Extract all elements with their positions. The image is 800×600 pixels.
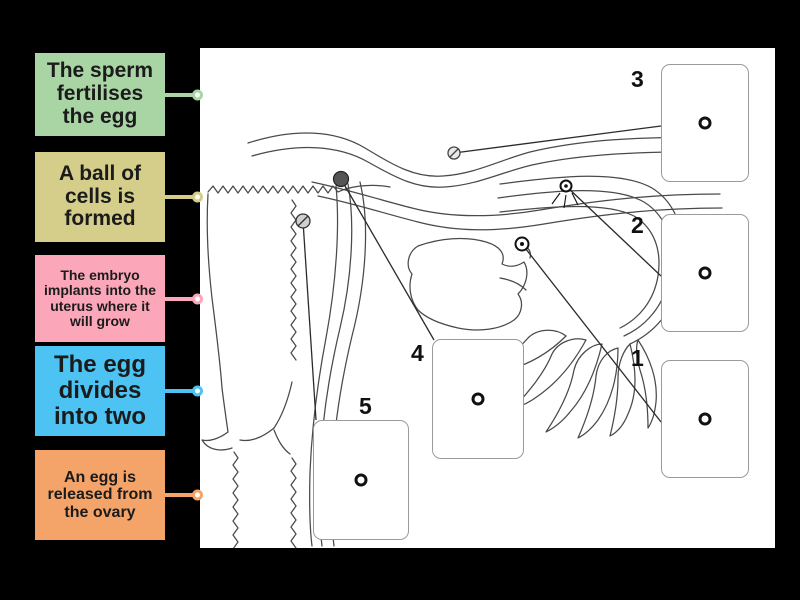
label-tile-sperm-fertilises[interactable]: The sperm fertilises the egg [35,53,203,136]
anatomy-illustration [201,125,723,548]
marker-cell-division-site [447,146,461,160]
label-connector-stem [165,293,203,304]
answer-box-number-5: 5 [359,393,372,419]
drop-target-circle-icon [698,412,712,426]
marker-ovulation-site [551,179,579,209]
answer-box-3[interactable] [661,64,749,182]
label-tile-text: The sperm fertilises the egg [46,59,154,128]
label-tile-egg-released[interactable]: An egg is released from the ovary [35,450,203,540]
answer-box-4[interactable] [432,339,524,459]
drop-target-circle-icon [698,116,712,130]
answer-box-2[interactable] [661,214,749,332]
label-tile-text: The egg divides into two [53,351,146,430]
label-connector-stem [165,191,203,203]
leader-lines [302,125,662,423]
diagram-markers [295,146,579,252]
drop-target-circle-icon [354,473,368,487]
label-tile-text: An egg is released from the ovary [47,469,153,521]
answer-box-number-4: 4 [411,340,424,366]
marker-implantation-site [295,213,311,229]
label-connector-stem [165,385,203,397]
marker-fertilisation-site [332,170,350,188]
marker-ovary-site [514,236,530,252]
answer-box-1[interactable] [661,360,749,478]
label-tile-text: A ball of cells is formed [58,161,142,231]
label-tile-egg-divides[interactable]: The egg divides into two [35,346,203,436]
label-tile-embryo-implants[interactable]: The embryo implants into the uterus wher… [35,255,203,342]
label-tile-ball-of-cells[interactable]: A ball of cells is formed [35,152,203,242]
answer-box-number-2: 2 [631,212,644,238]
answer-box-5[interactable] [313,420,409,540]
answer-box-number-1: 1 [631,345,644,371]
label-connector-stem [165,89,203,100]
label-tile-text: The embryo implants into the uterus wher… [44,267,156,329]
answer-box-number-3: 3 [631,66,644,92]
drop-target-circle-icon [471,392,485,406]
label-connector-stem [165,489,203,501]
drop-target-circle-icon [698,266,712,280]
